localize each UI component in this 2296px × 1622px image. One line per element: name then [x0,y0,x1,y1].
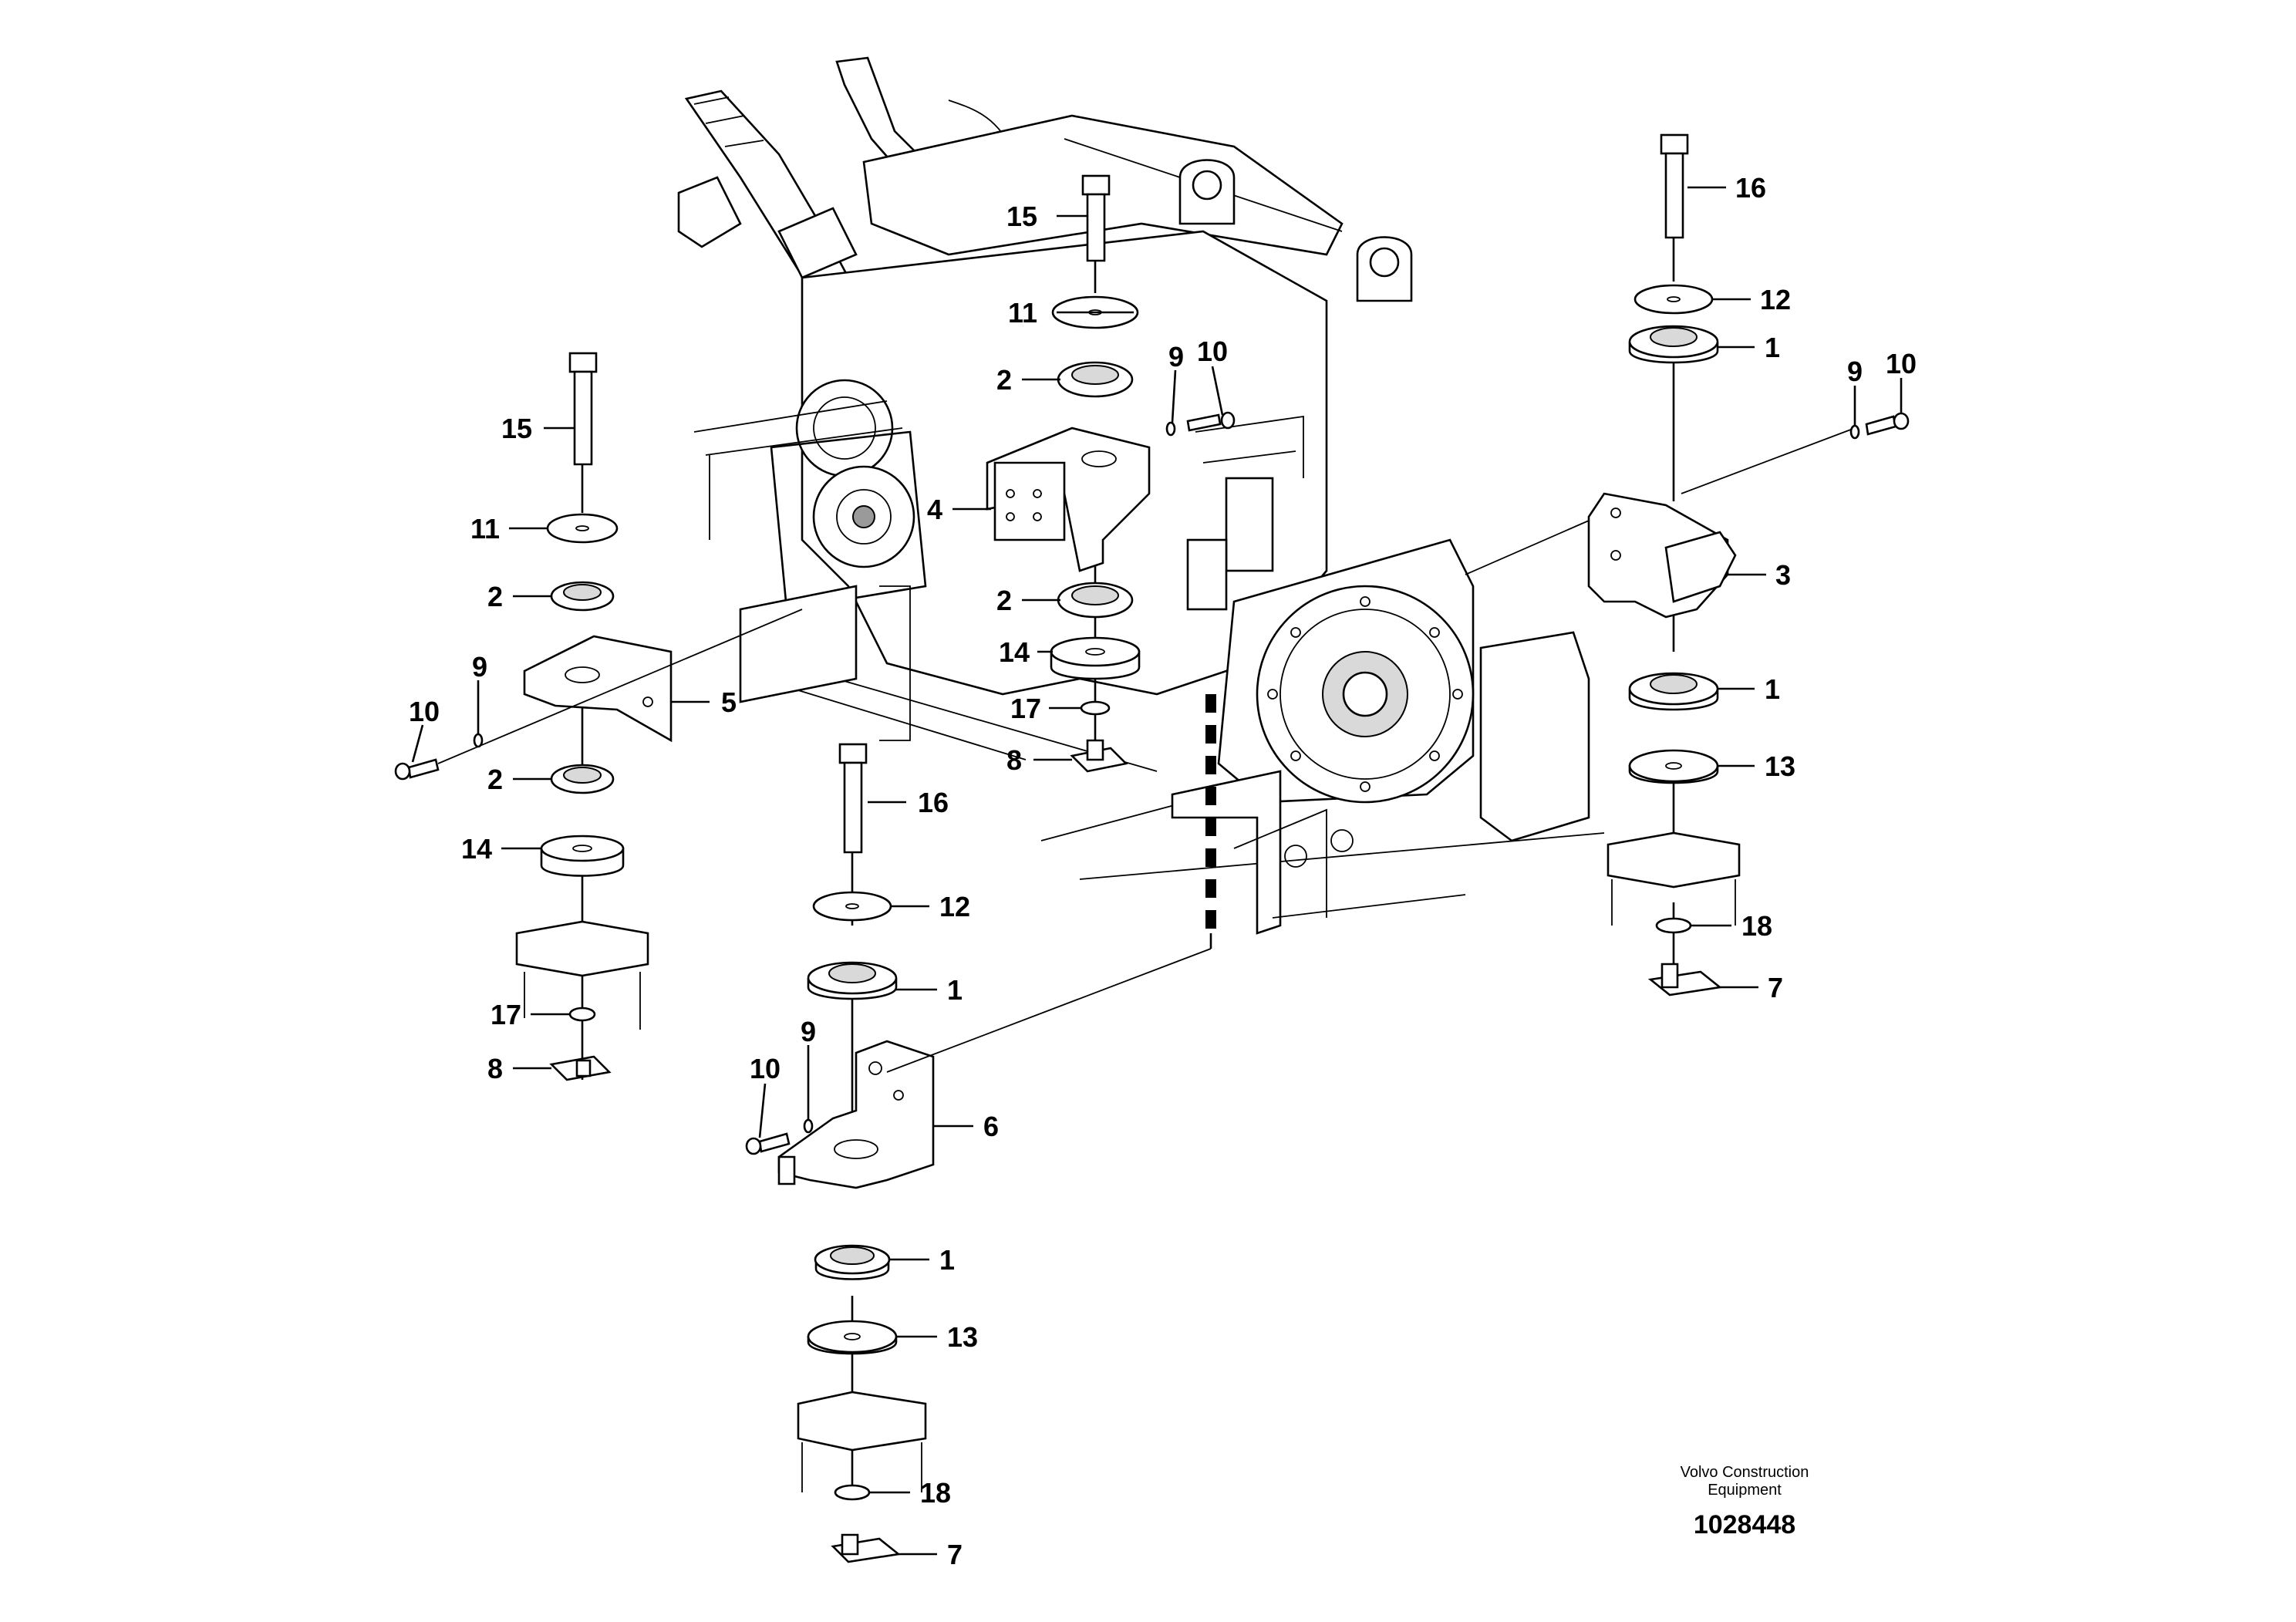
callout-7-right: 7 [1768,972,1783,1003]
callout-9-left: 9 [472,651,487,683]
callout-12-right: 12 [1760,284,1791,315]
mount-stack-right [1465,133,1910,996]
callout-15-middle: 15 [1006,201,1037,232]
callout-17-left: 17 [491,999,521,1030]
callout-8-left: 8 [487,1053,503,1084]
callout-12-front: 12 [939,891,970,922]
credit-line-2: Equipment [1708,1482,1782,1499]
callout-1-right-bottom: 1 [1765,673,1780,705]
callout-9-right: 9 [1847,356,1863,387]
leader-lines [411,186,1903,1556]
mount-stack-left [394,352,803,1081]
callout-labels: 15 11 2 9 10 4 2 14 17 8 15 11 2 10 9 5 … [409,172,1917,1570]
callout-11-left: 11 [470,513,500,545]
document-number: 1028448 [1694,1510,1795,1539]
callout-1-right-top: 1 [1765,332,1780,363]
publisher-credit: Volvo Construction Equipment 1028448 [1681,1464,1809,1539]
callout-18-front: 18 [920,1477,951,1509]
callout-13-front: 13 [947,1321,978,1353]
mount-stack-middle [986,174,1236,773]
callout-4-bracket: 4 [927,494,942,525]
callout-17-middle: 17 [1010,693,1041,724]
callout-18-right: 18 [1741,910,1772,942]
callout-16-right: 16 [1735,172,1766,204]
callout-5-bracket: 5 [721,686,737,718]
callout-10-front: 10 [750,1053,781,1084]
callout-11-middle: 11 [1008,297,1037,329]
callout-1-front-top: 1 [947,974,963,1006]
callout-2-left-bottom: 2 [487,764,503,795]
callout-10-middle: 10 [1197,336,1228,367]
callout-1-front-bottom: 1 [939,1244,955,1276]
mount-stack-front [745,743,1212,1563]
callout-7-front: 7 [947,1539,963,1570]
credit-line-1: Volvo Construction [1681,1464,1809,1481]
callout-3-bracket: 3 [1775,559,1791,591]
callout-15-left: 15 [501,413,532,444]
callout-9-front: 9 [801,1016,816,1047]
callout-13-right: 13 [1765,750,1795,782]
callout-10-right: 10 [1886,348,1917,379]
callout-6-bracket: 6 [983,1111,999,1142]
callout-9-middle: 9 [1168,341,1184,373]
callout-10-left: 10 [409,696,440,727]
callout-2-middle-top: 2 [996,364,1012,396]
callout-2-left-top: 2 [487,581,503,612]
callout-14-middle: 14 [999,636,1030,668]
callout-8-middle: 8 [1006,744,1022,776]
callout-14-left: 14 [461,833,492,865]
callout-16-front: 16 [918,787,949,818]
callout-2-middle-bottom: 2 [996,585,1012,616]
